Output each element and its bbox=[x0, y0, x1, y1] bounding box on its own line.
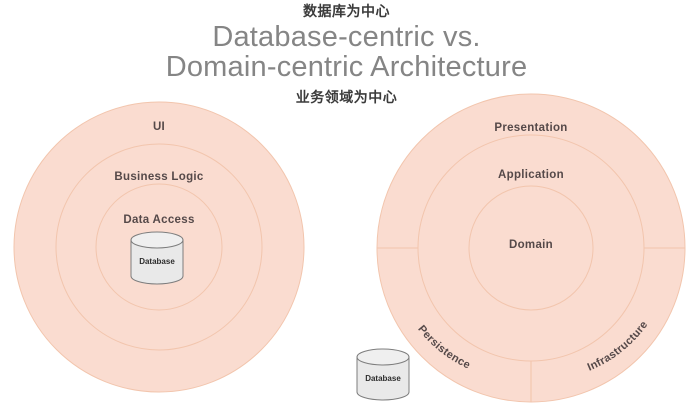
right-ring-presentation-fill[interactable] bbox=[377, 94, 685, 402]
left-label-data-access: Data Access bbox=[123, 214, 194, 226]
left-ring-business-logic-outline[interactable] bbox=[55, 143, 263, 351]
database-cylinder-body bbox=[356, 356, 410, 401]
left-label-ui: UI bbox=[153, 121, 165, 133]
right-ring-domain-outline[interactable] bbox=[468, 185, 594, 311]
right-label-domain: Domain bbox=[509, 239, 553, 251]
left-label-business-logic: Business Logic bbox=[114, 171, 203, 183]
left-database-cylinder-icon[interactable]: Database bbox=[130, 231, 184, 285]
database-cylinder-body bbox=[130, 239, 184, 285]
right-label-presentation: Presentation bbox=[494, 122, 567, 134]
database-cylinder-top bbox=[130, 231, 184, 249]
database-cylinder-label: Database bbox=[365, 374, 401, 383]
right-label-application: Application bbox=[498, 169, 564, 181]
left-ring-data-access-outline[interactable] bbox=[95, 183, 223, 311]
database-cylinder-label: Database bbox=[139, 257, 175, 266]
left-diagram-group: UI Business Logic Data Access Database bbox=[13, 101, 305, 393]
left-ring-ui-outline bbox=[13, 101, 305, 393]
right-diagram-group: Presentation Application Domain Persiste… bbox=[376, 93, 686, 403]
bottom-database-cylinder-icon[interactable]: Database bbox=[356, 348, 410, 401]
database-cylinder-top bbox=[356, 348, 410, 366]
